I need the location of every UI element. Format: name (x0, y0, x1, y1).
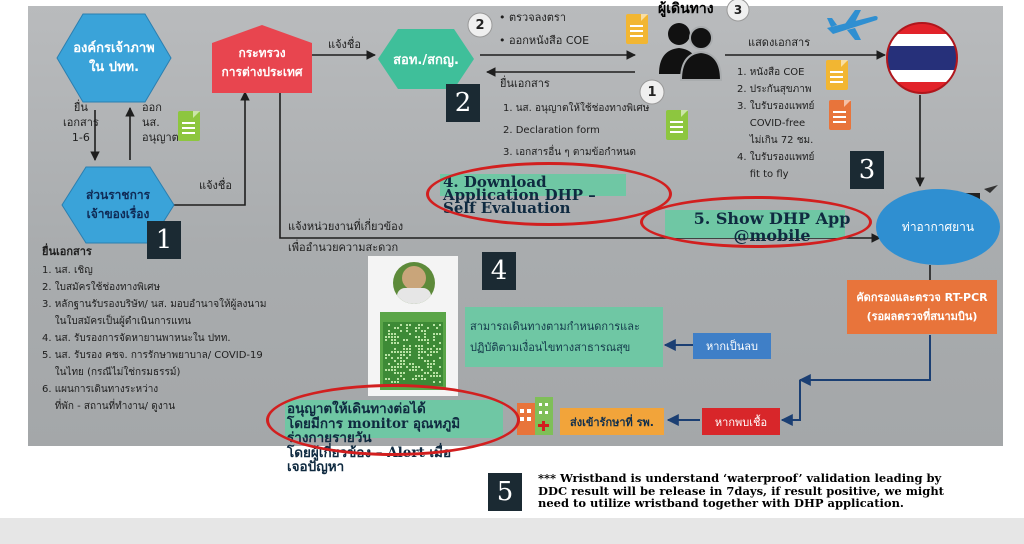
submit-back-label: ยื่นเอกสาร (500, 77, 550, 90)
circle-number-1-label: 1 (647, 84, 657, 100)
ministry-label: กระทรวง การต่างประเทศ (221, 46, 303, 79)
traveler-doc-list: 1. นส. อนุญาตให้ใช้ช่องทางพิเศษ 2. Decla… (503, 98, 649, 164)
document-icon (829, 100, 851, 130)
traveler-label: ผู้เดินทาง (658, 1, 714, 17)
coe-item: • ออกหนังสือ COE (499, 34, 590, 47)
visa-item: • ตรวจลงตรา (499, 11, 567, 24)
show-doc-item: 2. ประกันสุขภาพ (737, 84, 812, 95)
traveler-doc-item: 1. นส. อนุญาตให้ใช้ช่องทางพิเศษ (503, 103, 650, 114)
doc-item: ในใบสมัครเป็นผู้ดำเนินการแทน (42, 316, 191, 327)
wristband-footnote: *** Wristband is understand ‘waterproof’… (538, 471, 944, 510)
circle-number-3-label: 3 (733, 3, 743, 17)
doc-item: 4. นส. รับรองการจัดหายานพาหนะใน ปทท. (42, 333, 231, 344)
notify-name-label: แจ้งชื่อ (199, 179, 232, 192)
travel-allowed-label: สามารถเดินทางตามกำหนดการและ ปฏิบัติตามเง… (470, 320, 640, 354)
screening-label: คัดกรองและตรวจ RT-PCR (รอผลตรวจที่สนามบิ… (856, 291, 988, 323)
traveler-doc-item: 3. เอกสารอื่น ๆ ตามข้อกำหนด (503, 147, 636, 158)
circle-number-2 (467, 12, 493, 38)
airport-label: ท่าอากาศยาน (901, 219, 975, 234)
doc-item: 3. หลักฐานรับรองบริษัท/ นส. มอบอำนาจให้ผ… (42, 299, 267, 310)
download-dhp-highlight (426, 162, 672, 226)
screening-box (847, 280, 997, 334)
airport-ellipse (876, 189, 1000, 265)
infected-box (702, 408, 780, 435)
embassy-label: สอท./สกญ. (393, 52, 459, 68)
doc-item: 2. ใบสมัครใช้ช่องทางพิเศษ (42, 282, 161, 293)
people-icon (659, 23, 723, 81)
show-doc-item: COVID-free (737, 118, 806, 129)
thailand-flag-icon (886, 22, 958, 94)
step-number-1: 1 (147, 221, 181, 259)
issue-permit-label: ออก นส. อนุญาต (142, 101, 179, 144)
show-doc-item: fit to fly (737, 169, 789, 180)
permit-highlight (266, 384, 520, 456)
qr-code-icon (380, 312, 446, 390)
host-agency-hexagon (56, 13, 172, 103)
negative-result-label: หากเป็นลบ (705, 340, 759, 353)
document-icon (626, 14, 648, 44)
doc-item: 1. นส. เชิญ (42, 265, 93, 276)
show-docs-list: 1. หนังสือ COE 2. ประกันสุขภาพ 3. ใบรับร… (737, 64, 814, 183)
bottom-band (0, 518, 1024, 544)
document-icon (826, 60, 848, 90)
doc-item: ในไทย (กรณีไม่ใช่กรมธรรม์) (42, 367, 181, 378)
airplane-icon (827, 10, 878, 40)
hospital-label: ส่งเข้ารักษาที่ รพ. (570, 415, 654, 429)
show-doc-item: ไม่เกิน 72 ชม. (737, 135, 814, 146)
document-icon (178, 111, 200, 141)
host-agency-label: องค์กรเจ้าภาพ ใน ปทท. (73, 41, 155, 75)
document-icon (666, 110, 688, 140)
ministry-pentagon (212, 25, 312, 93)
traveler-doc-item: 2. Declaration form (503, 125, 600, 136)
circle-number-2-label: 2 (475, 17, 485, 33)
coe-text: ออกหนังสือ COE (509, 34, 590, 47)
owner-agency-label: ส่วนราชการ เจ้าของเรื่อง (85, 188, 151, 221)
travel-allowed-box (465, 307, 663, 367)
notify-name-label-2: แจ้งชื่อ (328, 38, 361, 51)
doc-item: 5. นส. รับรอง คชจ. การรักษาพยาบาล/ COVID… (42, 350, 263, 361)
visa-text: ตรวจลงตรา (509, 11, 567, 24)
notify-agencies-label: แจ้งหน่วยงานที่เกี่ยวข้อง (288, 220, 404, 233)
step-number-3: 3 (850, 151, 884, 189)
show-docs-label: แสดงเอกสาร (748, 36, 811, 49)
submit-docs-label: ยื่น เอกสาร 1-6 (63, 101, 99, 144)
doc-item: 6. แผนการเดินทางระหว่าง (42, 384, 159, 395)
doc-item: ที่พัก - สถานที่ทำงาน/ ดูงาน (42, 401, 176, 412)
hospital-box (560, 408, 664, 435)
show-dhp-highlight (640, 196, 872, 248)
show-doc-item: 4. ใบรับรองแพทย์ (737, 152, 815, 163)
step-number-2: 2 (446, 84, 480, 122)
circle-number-3 (726, 0, 750, 22)
circle-number-1 (639, 79, 665, 105)
step-number-4: 4 (482, 252, 516, 290)
show-doc-item: 3. ใบรับรองแพทย์ (737, 101, 815, 112)
infected-label: หากพบเชื้อ (714, 415, 768, 429)
show-doc-item: 1. หนังสือ COE (737, 67, 805, 78)
hospital-icon (517, 397, 553, 435)
facilitate-label: เพื่ออำนวยความสะดวก (288, 241, 399, 254)
step-number-5: 5 (488, 473, 522, 511)
embassy-hexagon (378, 29, 474, 89)
required-doc-list: 1. นส. เชิญ 2. ใบสมัครใช้ช่องทางพิเศษ 3.… (42, 262, 266, 415)
user-photo-icon (393, 262, 435, 304)
submit-docs-heading: ยื่นเอกสาร (42, 245, 92, 258)
negative-result-box (693, 333, 771, 359)
